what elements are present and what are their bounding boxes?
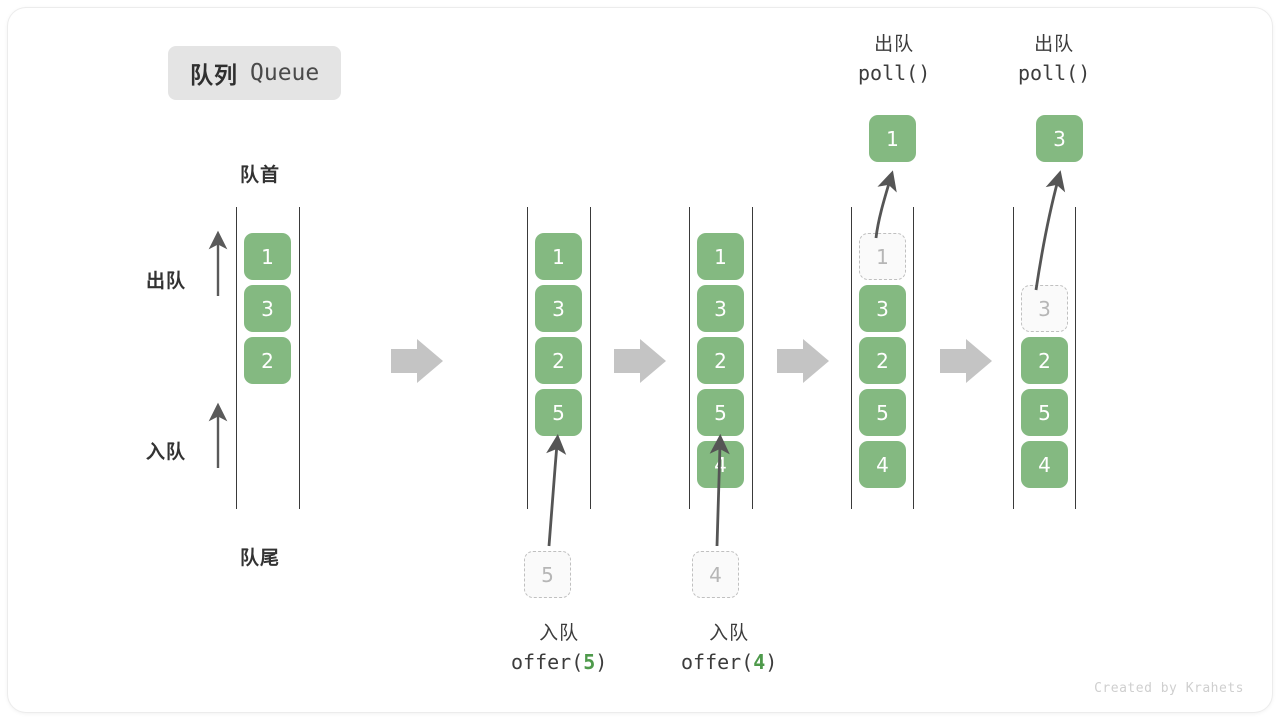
offer-op-1: 入队 offer(5) [511, 621, 607, 676]
poll-op-2-cn: 出队 [1034, 34, 1075, 55]
queue-element: 2 [1021, 337, 1068, 384]
credit-text: Created by Krahets [1094, 681, 1244, 696]
offer-op-2-arg: 4 [753, 649, 766, 674]
queue-element: 3 [697, 285, 744, 332]
title-chinese: 队列 [190, 62, 238, 88]
enqueue-direction-label: 入队 [146, 442, 187, 463]
poll-op-1-code: poll() [858, 60, 931, 85]
poll-op-1-cn: 出队 [874, 34, 915, 55]
queue-element: 1 [535, 233, 582, 280]
queue-element: 3 [535, 285, 582, 332]
queue-element: 1 [244, 233, 291, 280]
queue-rail-left [689, 207, 691, 509]
queue-rail-right [590, 207, 592, 509]
queue-rail-right [299, 207, 301, 509]
poll-op-2: 出队 poll() [1018, 32, 1090, 87]
queue-element: 5 [697, 389, 744, 436]
queue-rail-right [752, 207, 754, 509]
queue-element: 5 [859, 389, 906, 436]
queue-rail-left [1013, 207, 1015, 509]
offer-op-1-fn: offer( [511, 649, 584, 674]
offer-op-1-arg: 5 [583, 649, 596, 674]
offer-op-2-close: ) [765, 649, 778, 674]
queue-rail-right [913, 207, 915, 509]
title-badge: 队列 Queue [168, 46, 342, 100]
queue-head-label: 队首 [240, 165, 281, 186]
queue-element: 3 [859, 285, 906, 332]
offer-op-2-cn: 入队 [709, 623, 750, 644]
title-english: Queue [250, 60, 320, 86]
queue-element: 2 [535, 337, 582, 384]
popped-element-2: 3 [1036, 115, 1083, 162]
offer-op-1-cn: 入队 [539, 623, 580, 644]
incoming-element-2: 4 [692, 551, 739, 598]
queue-element-ghost: 1 [859, 233, 906, 280]
offer-op-2-code: offer(4) [681, 648, 777, 676]
queue-rail-right [1075, 207, 1077, 509]
offer-op-2-fn: offer( [681, 649, 754, 674]
queue-element: 2 [244, 337, 291, 384]
offer-op-1-close: ) [595, 649, 608, 674]
dequeue-direction-label: 出队 [146, 271, 187, 292]
queue-element: 2 [697, 337, 744, 384]
offer-op-1-code: offer(5) [511, 648, 607, 676]
queue-rail-left [851, 207, 853, 509]
queue-element: 5 [1021, 389, 1068, 436]
queue-element: 4 [697, 441, 744, 488]
poll-op-1: 出队 poll() [858, 32, 930, 87]
queue-element: 5 [535, 389, 582, 436]
queue-element: 3 [244, 285, 291, 332]
queue-element: 4 [1021, 441, 1068, 488]
popped-element-1: 1 [869, 115, 916, 162]
queue-rail-left [527, 207, 529, 509]
incoming-element-1: 5 [524, 551, 571, 598]
queue-rail-left [236, 207, 238, 509]
queue-tail-label: 队尾 [240, 548, 281, 569]
queue-element: 4 [859, 441, 906, 488]
offer-op-2: 入队 offer(4) [681, 621, 777, 676]
poll-op-2-code: poll() [1018, 60, 1091, 85]
diagram-card [8, 8, 1272, 712]
queue-element: 1 [697, 233, 744, 280]
queue-element-ghost: 3 [1021, 285, 1068, 332]
queue-element: 2 [859, 337, 906, 384]
